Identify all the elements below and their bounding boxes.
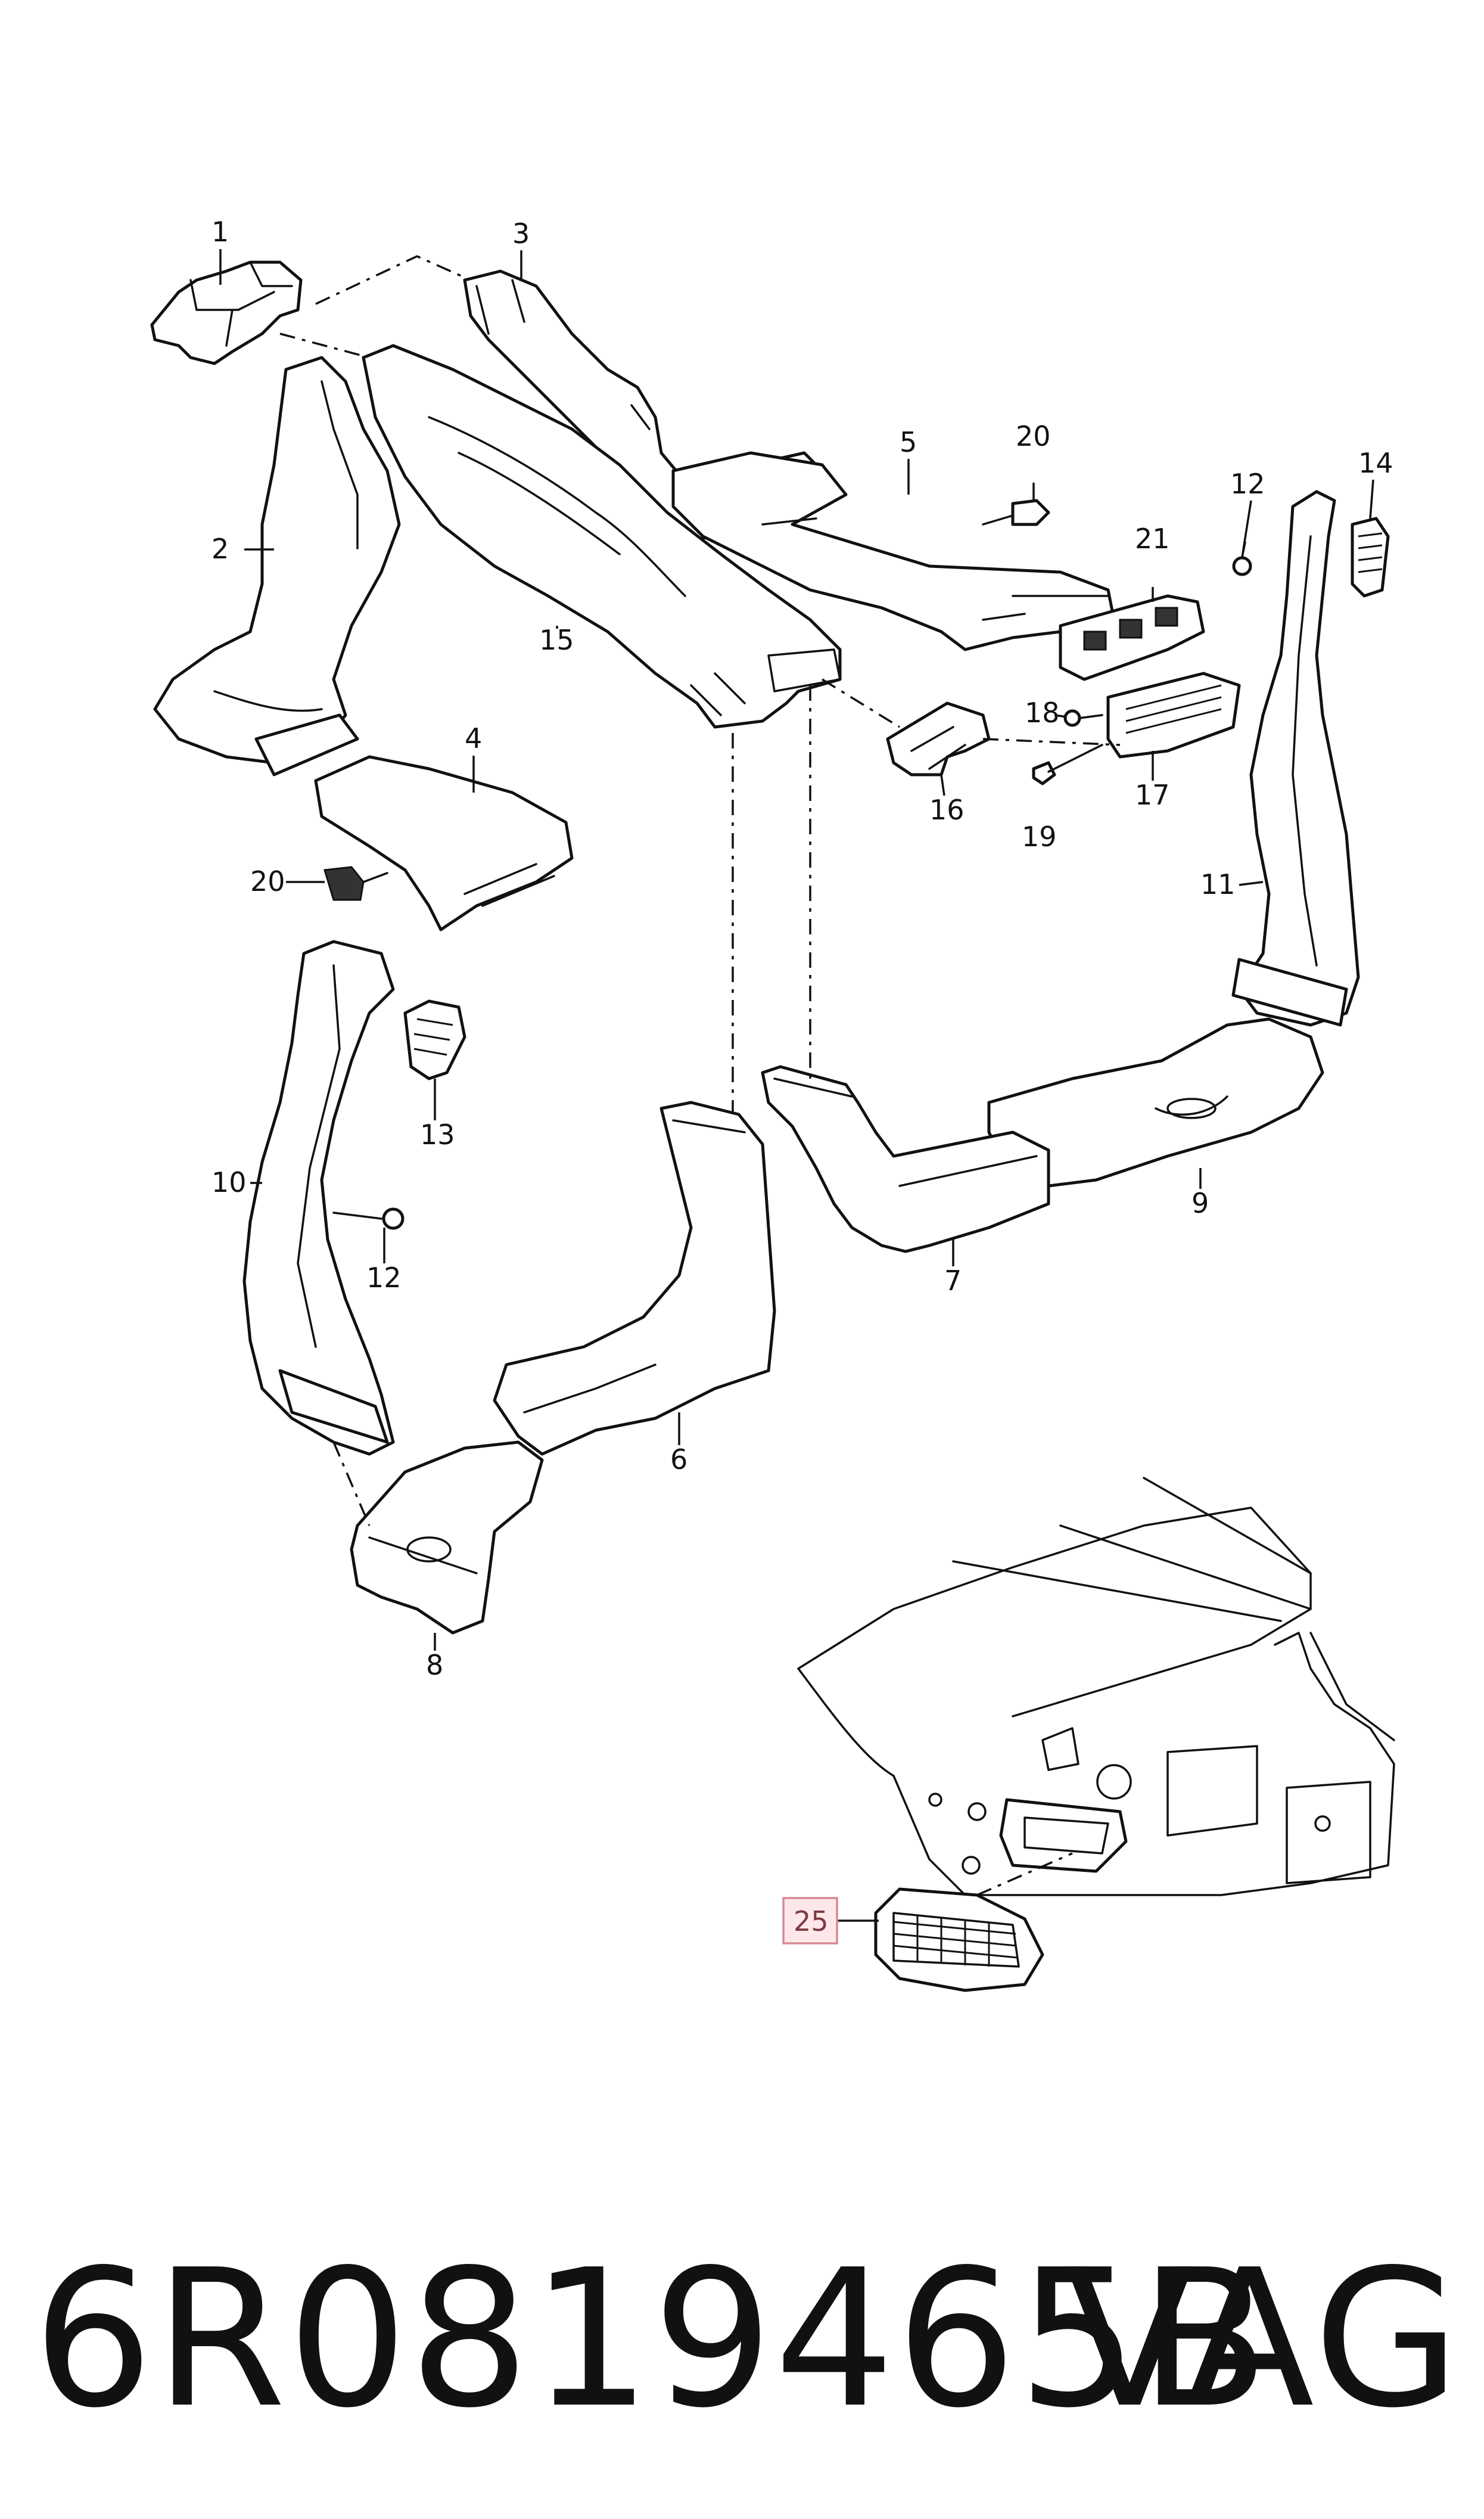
part-21-switch-panel xyxy=(1059,594,1205,681)
part-8-duct xyxy=(350,1440,544,1635)
connector-1-3 xyxy=(315,255,471,305)
part-12-clip-right xyxy=(1232,541,1252,576)
part-5-duct xyxy=(671,451,1116,651)
callout-5: 5 xyxy=(900,426,917,458)
part-18-screw xyxy=(1063,709,1103,727)
callout-7: 7 xyxy=(944,1265,962,1297)
part-14-vent xyxy=(1351,517,1390,598)
callout-8: 8 xyxy=(426,1649,443,1681)
callout-3: 3 xyxy=(512,218,530,250)
callout-25-highlight-box xyxy=(782,1897,838,1945)
part-1-bracket xyxy=(150,260,303,365)
callout-11: 11 xyxy=(1200,868,1236,900)
callout-15: 15 xyxy=(539,624,574,656)
part-4-lower-duct xyxy=(314,755,574,931)
connector-1-15 xyxy=(279,333,370,359)
callout-10: 10 xyxy=(211,1166,247,1198)
connector-10-8 xyxy=(332,1442,371,1526)
callout-14: 14 xyxy=(1358,447,1393,479)
part-25-grille xyxy=(874,1887,1044,1992)
part-20-screw-right xyxy=(982,499,1050,526)
connector-16-17 xyxy=(982,738,1121,746)
leader-lines xyxy=(219,249,1374,1922)
brand-name: VAG xyxy=(1065,2229,1463,2449)
callout-12-left: 12 xyxy=(366,1262,402,1294)
part-19-screw xyxy=(1032,744,1103,785)
callout-9: 9 xyxy=(1191,1187,1209,1219)
callout-19: 19 xyxy=(1022,821,1057,853)
part-7-duct xyxy=(761,1065,1050,1253)
part-6-duct xyxy=(493,1101,776,1456)
callout-25: 25 xyxy=(794,1905,829,1937)
footer: 6R0819465B VAG xyxy=(33,2232,1463,2446)
part-2-left-duct xyxy=(153,356,401,776)
part-11-right-duct xyxy=(1231,490,1360,1027)
part-13-vent xyxy=(403,999,466,1080)
part-16-bracket xyxy=(886,701,991,776)
part-20-clip-left xyxy=(323,866,388,901)
part-number: 6R0819465B xyxy=(33,2229,1271,2449)
callout-1: 1 xyxy=(211,216,229,248)
part-12-clip-left xyxy=(332,1207,405,1230)
part-15-center-duct xyxy=(362,344,842,729)
callout-12-right: 12 xyxy=(1230,468,1265,500)
callout-4: 4 xyxy=(465,722,482,754)
callout-labels: 1 3 2 15 4 5 20 21 12 14 18 16 17 19 11 … xyxy=(211,216,1393,1945)
callout-18: 18 xyxy=(1025,697,1060,729)
car-body-inset xyxy=(797,1477,1395,1896)
connector-15-16 xyxy=(822,678,900,728)
callout-13: 13 xyxy=(420,1119,455,1151)
part-10-left-duct xyxy=(242,940,395,1456)
callout-2: 2 xyxy=(211,533,229,565)
callout-17: 17 xyxy=(1135,779,1170,811)
callout-6: 6 xyxy=(670,1443,687,1476)
callout-20-right: 20 xyxy=(1016,420,1051,452)
callout-21: 21 xyxy=(1135,523,1170,555)
callout-20-left: 20 xyxy=(250,865,285,897)
exploded-parts-diagram: 1 3 2 15 4 5 20 21 12 14 18 16 17 19 11 … xyxy=(150,216,1395,1992)
part-17-vent xyxy=(1106,672,1241,759)
callout-16: 16 xyxy=(929,794,965,826)
